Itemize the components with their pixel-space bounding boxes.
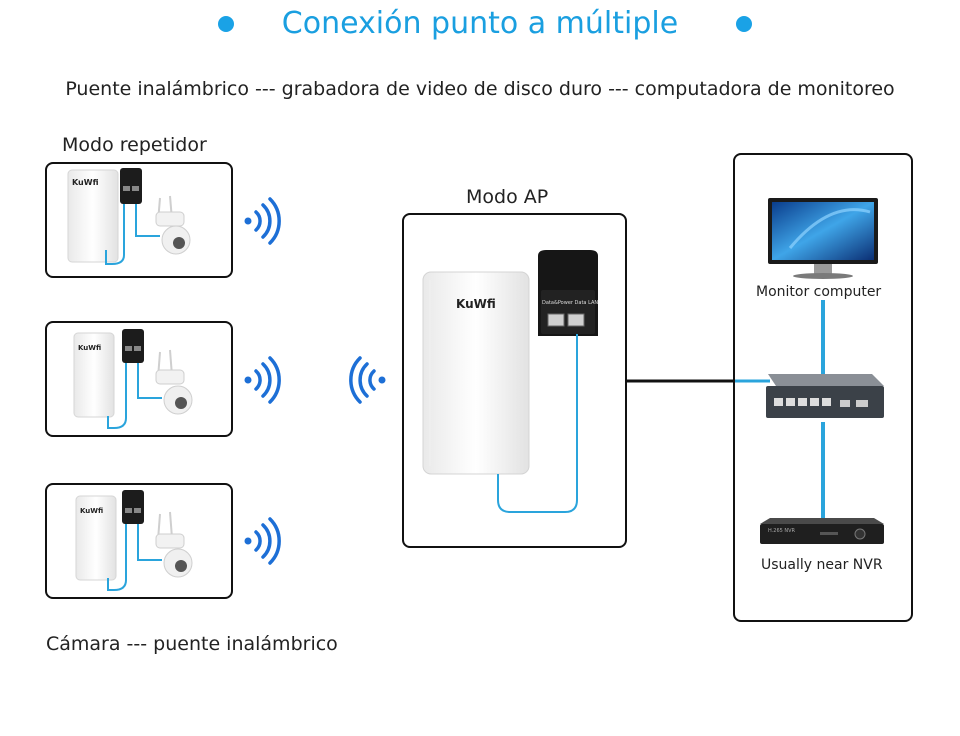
repeater-mode-label: Modo repetidor	[62, 134, 207, 156]
bridge-device-icon	[67, 169, 119, 263]
poe-injector-icon	[538, 250, 598, 336]
monitor-icon	[768, 198, 878, 279]
wifi-signal-icon	[349, 356, 386, 404]
network-switch-icon	[766, 374, 884, 418]
ap-unit	[422, 250, 598, 513]
bridge-device-icon	[75, 495, 117, 581]
ap-mode-label: Modo AP	[466, 186, 549, 208]
cable-icon	[135, 204, 160, 237]
cable-icon	[107, 524, 127, 591]
wifi-signal-icon	[244, 517, 281, 565]
poe-injector-icon	[122, 490, 144, 524]
brand-logo: KuWfi	[72, 178, 99, 187]
bridge-device-icon	[73, 332, 115, 418]
page-title: Conexión punto a múltiple	[281, 6, 679, 41]
wifi-signal-icon	[244, 356, 281, 404]
repeater-unit-3	[75, 490, 193, 591]
wifi-signal-icon	[244, 197, 281, 245]
cable-icon	[137, 363, 162, 399]
ptz-camera-icon	[155, 349, 193, 415]
ptz-camera-icon	[155, 511, 193, 578]
repeater-unit-1	[67, 168, 191, 265]
nvr-recorder-icon	[760, 518, 884, 544]
nvr-device-text: H.265 NVR	[768, 528, 796, 534]
bottom-caption: Cámara --- puente inalámbrico	[46, 633, 338, 655]
poe-injector-icon	[120, 168, 142, 204]
cable-icon	[107, 363, 127, 429]
brand-logo: KuWfi	[456, 297, 496, 311]
ptz-camera-icon	[155, 195, 191, 255]
bridge-device-icon	[422, 271, 530, 475]
brand-logo: KuWfi	[80, 507, 104, 515]
poe-injector-icon	[122, 329, 144, 363]
title-dot-right-icon	[736, 16, 752, 32]
cable-icon	[497, 334, 578, 513]
cable-icon	[137, 524, 162, 561]
title-dot-left-icon	[218, 16, 234, 32]
page-subtitle: Puente inalámbrico --- grabadora de vide…	[65, 78, 895, 100]
cable-icon	[105, 204, 125, 265]
poe-port-label: Data&Power Data LAN	[542, 300, 599, 306]
monitor-computer-label: Monitor computer	[756, 284, 882, 300]
nvr-label: Usually near NVR	[761, 557, 883, 573]
repeater-unit-2	[73, 329, 193, 429]
brand-logo: KuWfi	[78, 344, 102, 352]
